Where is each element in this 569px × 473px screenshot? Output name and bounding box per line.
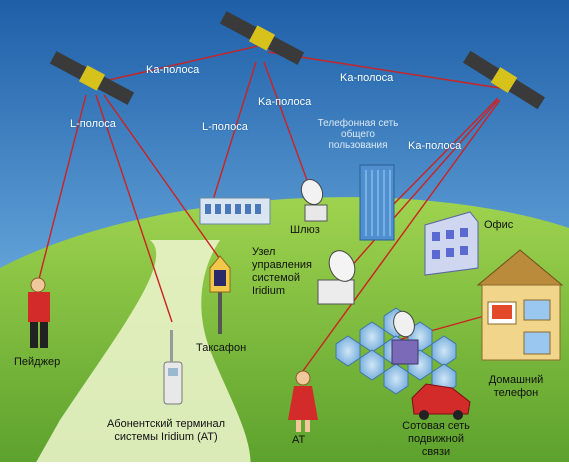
bottom-margin [0,462,569,473]
pager-person [28,277,50,348]
ka-band-label-lower: Ka-полоса [408,140,462,152]
at-label: АТ [292,434,306,446]
satellite-right [462,50,546,110]
pager-label: Пейджер [14,356,61,368]
ground-links [37,61,501,376]
control-node-label: Узел управления системой Iridium [252,246,312,297]
subscriber-terminal-device [163,330,183,405]
control-node-dish [317,250,356,305]
home-phone-label: Домашний телефон [488,374,544,399]
subscriber-terminal-label: Абонентский терминал системы Iridium (АТ… [106,418,226,443]
cellular-hex-grid [335,307,457,395]
office-building [424,211,479,276]
car [411,383,471,420]
gateway-label: Шлюз [290,224,320,236]
low-building [199,197,271,225]
payphone [209,255,231,334]
satellite-left [49,51,135,105]
gateway-dish [300,178,328,222]
base-station [391,310,419,365]
pstn-building [359,164,395,241]
payphone-label: Таксафон [196,342,247,354]
pale-road [30,240,251,473]
l-band-label-mid: L-полоса [202,121,248,133]
satellite-center [219,11,305,65]
crosslinks [99,45,501,89]
pstn-label: Телефонная сеть общего пользования [317,118,399,151]
office-label: Офис [484,219,514,231]
l-band-label-left: L-полоса [70,118,116,130]
ka-band-label-right: Ka-полоса [340,72,394,84]
home-house [476,249,564,361]
at-person [288,370,318,432]
cellular-network-label: Сотовая сеть подвижной связи [402,420,470,458]
ka-band-label-left: Ka-полоса [146,64,200,76]
ka-band-label-mid: Ka-полоса [258,96,312,108]
